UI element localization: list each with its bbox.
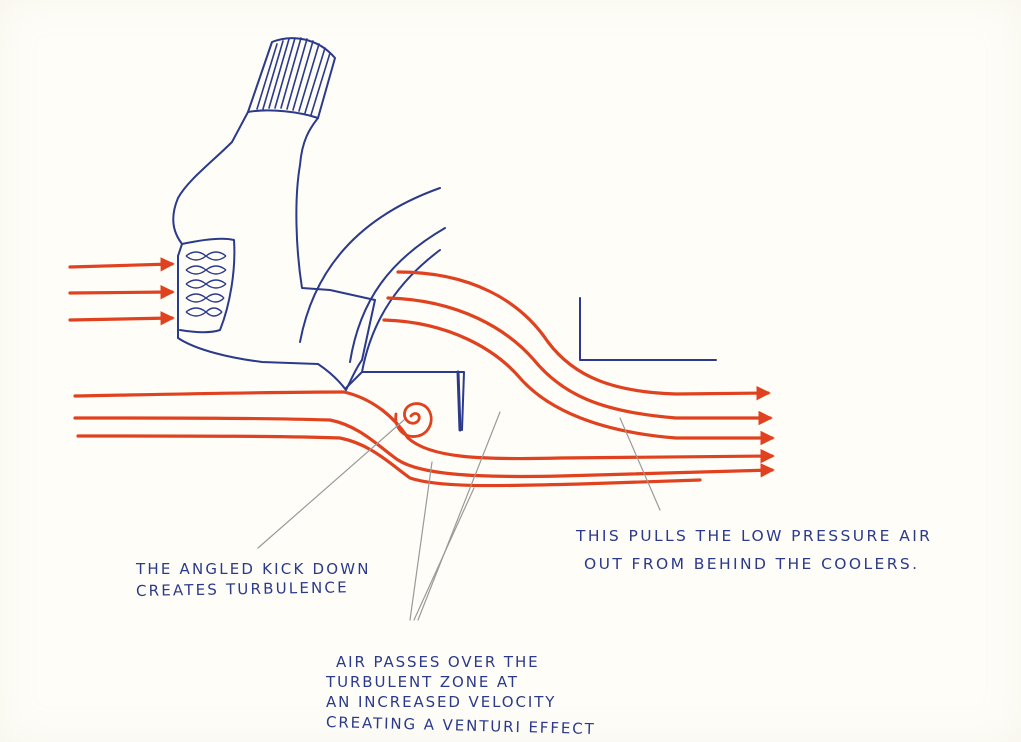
rear-step — [579, 297, 717, 361]
turbulence-spiral — [394, 402, 433, 438]
annotation-venturi: AIR PASSES OVER THE TURBULENT ZONE AT AN… — [326, 652, 596, 738]
pointer-turbulence — [257, 419, 405, 549]
annotation-turbulence-line2: CREATES TURBULENCE — [135, 578, 349, 600]
annotation-low-pressure-line2: OUT FROM BEHIND THE COOLERS. — [584, 555, 920, 573]
pointer-venturi-2 — [417, 411, 501, 621]
under-flow-3 — [76, 434, 702, 488]
grille-frame — [179, 237, 236, 334]
annotation-turbulence: THE ANGLED KICK DOWN CREATES TURBULENCE — [136, 558, 371, 602]
airflow-lines — [68, 257, 775, 488]
pointer-venturi-3 — [413, 487, 475, 621]
annotation-turbulence-line1: THE ANGLED KICK DOWN — [136, 560, 371, 578]
wheel-arch-outer — [299, 187, 441, 343]
kick-down-plate — [345, 371, 465, 431]
inlet-flow-3 — [68, 311, 175, 326]
inlet-flow-1 — [68, 257, 175, 272]
pointer-venturi-1 — [409, 461, 433, 621]
annotation-venturi-line2: TURBULENT ZONE AT — [326, 673, 519, 691]
pointer-lines — [257, 411, 661, 621]
arch-flow-1 — [396, 270, 771, 401]
under-flow-2 — [73, 416, 775, 479]
wheel-arch-edge — [361, 249, 441, 373]
annotation-low-pressure: THIS PULLS THE LOW PRESSURE AIR OUT FROM… — [576, 522, 932, 578]
main-housing — [172, 111, 376, 391]
arch-flow-2 — [386, 296, 773, 426]
inlet-flow-2 — [68, 284, 175, 300]
grille-mesh — [185, 251, 227, 317]
body-outline — [172, 37, 717, 432]
annotation-venturi-line3: AN INCREASED VELOCITY — [326, 693, 557, 711]
annotation-venturi-line1: AIR PASSES OVER THE — [336, 653, 540, 671]
annotation-low-pressure-line1: THIS PULLS THE LOW PRESSURE AIR — [576, 527, 933, 545]
wheel-arch-inner — [349, 227, 446, 363]
under-flow-1 — [73, 390, 775, 464]
snorkel-ribs — [256, 37, 331, 116]
pointer-low-pressure — [619, 417, 661, 511]
arch-flow-3 — [382, 318, 775, 446]
kick-down-lip — [456, 370, 462, 432]
